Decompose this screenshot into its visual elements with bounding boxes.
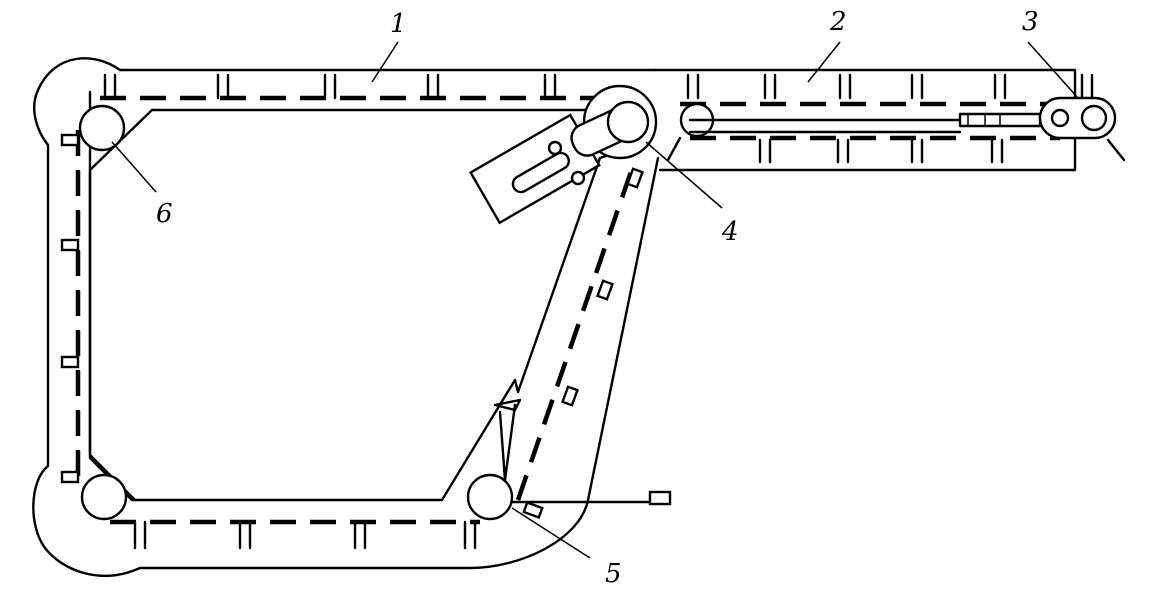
label-4: 4	[721, 217, 739, 247]
labels: 1 2 3 4 5 6	[156, 7, 1039, 589]
flights-left-vertical	[60, 133, 80, 484]
head-unit-3	[958, 96, 1126, 162]
label-5: 5	[605, 559, 622, 589]
flights-bottom-run	[133, 520, 477, 550]
sprocket-transition	[666, 102, 962, 162]
flights-upper-run	[103, 73, 1094, 100]
sprocket-lower-left	[80, 473, 128, 521]
label-2: 2	[829, 7, 847, 37]
leader-lines	[111, 41, 1079, 559]
flights-return-run	[758, 138, 1004, 164]
lower-incline-casing	[88, 90, 642, 502]
drive-unit-4	[468, 84, 658, 225]
chain-path	[75, 95, 1070, 525]
label-3: 3	[1022, 7, 1039, 37]
sprocket-6	[78, 104, 126, 152]
flights-incline	[522, 167, 644, 519]
label-6: 6	[156, 199, 173, 229]
sprocket-5	[466, 398, 672, 521]
label-1: 1	[390, 9, 407, 39]
